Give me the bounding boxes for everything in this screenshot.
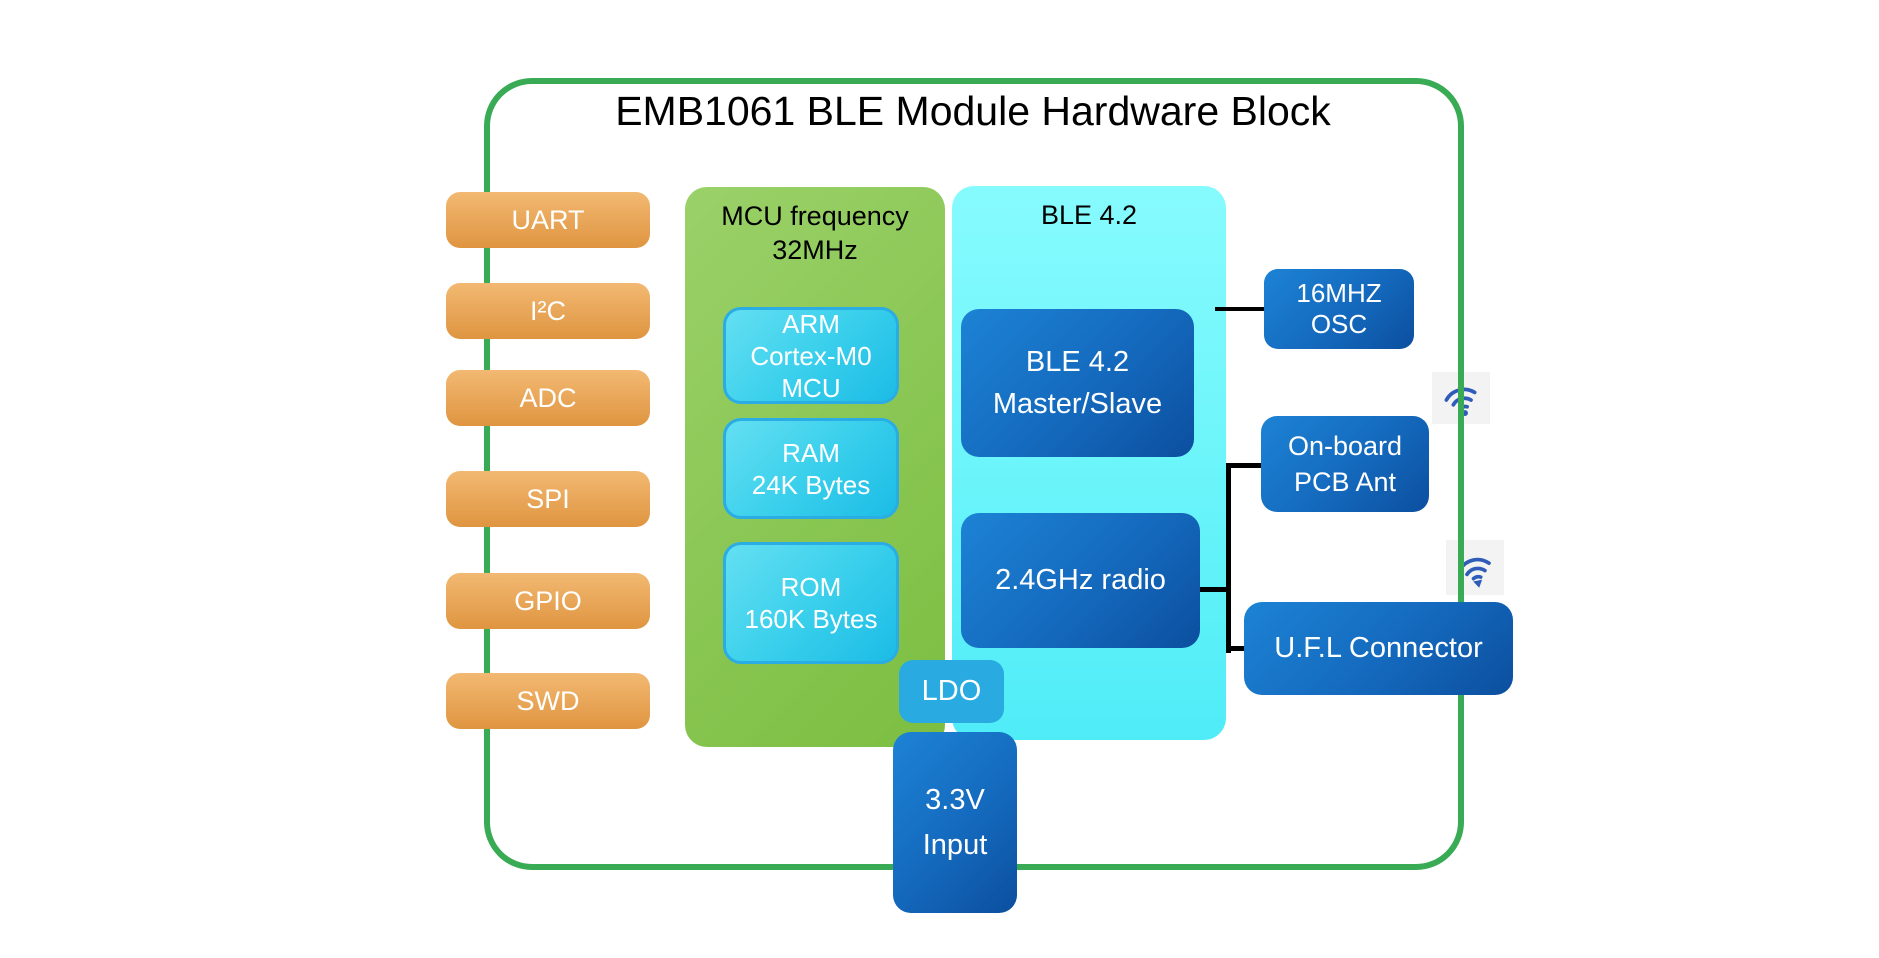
block-spi: SPI xyxy=(446,471,650,527)
block-ldo: LDO xyxy=(899,660,1004,723)
block-adc: ADC xyxy=(446,370,650,426)
block-ufl-connector: U.F.L Connector xyxy=(1244,602,1513,695)
block-ble-master-line2: Master/Slave xyxy=(992,388,1163,420)
block-24ghz-radio: 2.4GHz radio xyxy=(961,513,1200,648)
block-33v-line1: 3.3V xyxy=(925,783,985,816)
block-rom-line2: 160K Bytes xyxy=(744,604,878,634)
block-rom-line1: ROM xyxy=(780,572,842,602)
wifi-icon xyxy=(1432,372,1490,424)
wifi-icon xyxy=(1458,557,1491,588)
block-adc-label: ADC xyxy=(519,382,577,413)
panel-ble: BLE 4.2 xyxy=(952,186,1226,740)
block-ram-line2: 24K Bytes xyxy=(751,469,871,500)
block-i2c: I²C xyxy=(446,283,650,339)
block-ble-master-line1: BLE 4.2 xyxy=(1025,346,1130,378)
block-arm-line3: MCU xyxy=(781,372,841,403)
block-spi-label: SPI xyxy=(526,483,570,514)
block-ufl-label: U.F.L Connector xyxy=(1274,632,1483,664)
block-33v-line2: Input xyxy=(922,828,988,861)
block-arm-mcu: ARM Cortex-M0 MCU xyxy=(723,307,899,404)
block-gpio: GPIO xyxy=(446,573,650,629)
block-ram: RAM 24K Bytes xyxy=(723,418,899,519)
wifi-icon xyxy=(1444,387,1477,416)
block-ble-master-slave: BLE 4.2 Master/Slave xyxy=(961,309,1194,457)
block-ldo-label: LDO xyxy=(921,675,982,707)
diagram-title: EMB1061 BLE Module Hardware Block xyxy=(615,88,1331,134)
block-uart-label: UART xyxy=(511,204,585,235)
block-ram-line1: RAM xyxy=(782,437,840,468)
block-arm-line1: ARM xyxy=(782,308,840,339)
block-33v-input: 3.3V Input xyxy=(893,732,1017,913)
block-pcb-ant-line1: On-board xyxy=(1287,431,1403,461)
panel-mcu-title: MCU frequency 32MHz xyxy=(685,199,945,267)
panel-ble-title: BLE 4.2 xyxy=(1040,200,1138,230)
panel-mcu-title-line1: MCU frequency xyxy=(721,201,909,231)
block-pcb-ant-line2: PCB Ant xyxy=(1293,467,1397,497)
block-onboard-pcb-ant: On-board PCB Ant xyxy=(1261,416,1429,512)
block-swd-label: SWD xyxy=(516,685,580,716)
block-rom: ROM 160K Bytes xyxy=(723,542,899,664)
connector-ufl xyxy=(1226,646,1246,651)
block-swd: SWD xyxy=(446,673,650,729)
block-uart: UART xyxy=(446,192,650,248)
connector-radio xyxy=(1198,587,1231,592)
connector-trunk xyxy=(1226,463,1231,653)
panel-mcu-title-line2: 32MHz xyxy=(772,235,858,265)
wifi-icon xyxy=(1446,540,1504,595)
block-gpio-label: GPIO xyxy=(514,585,582,616)
connector-osc xyxy=(1215,307,1264,311)
block-osc-line2: OSC xyxy=(1310,309,1368,339)
block-i2c-label: I²C xyxy=(530,295,566,326)
block-16mhz-osc: 16MHZ OSC xyxy=(1264,269,1414,349)
block-osc-line1: 16MHZ xyxy=(1296,278,1382,308)
connector-pcb-ant xyxy=(1226,463,1261,468)
block-arm-line2: Cortex-M0 xyxy=(750,340,872,371)
block-24ghz-radio-label: 2.4GHz radio xyxy=(995,564,1166,596)
